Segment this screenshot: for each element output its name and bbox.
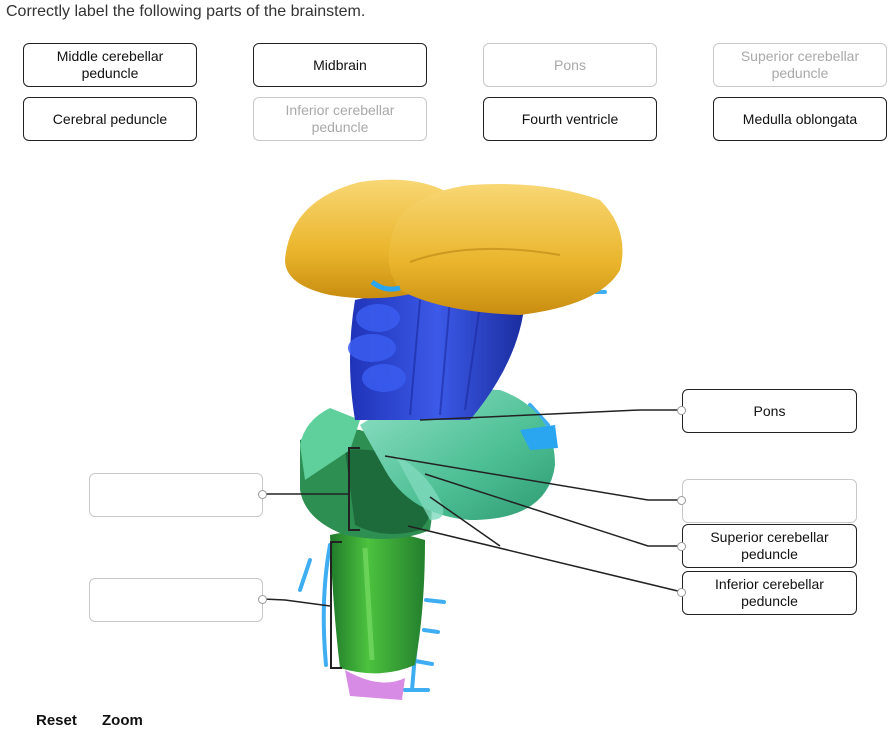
drop-target-left-upper[interactable] [89,473,263,517]
drop-target-superior-cerebellar-peduncle[interactable]: Superior cerebellar peduncle [682,524,857,568]
drop-target-right-empty[interactable] [682,479,857,523]
connector-dot [258,595,267,604]
label-chip-medulla-oblongata[interactable]: Medulla oblongata [713,97,887,141]
connector-dot [677,588,686,597]
connector-dot [677,496,686,505]
reset-button[interactable]: Reset [36,712,77,729]
label-chip-midbrain[interactable]: Midbrain [253,43,427,87]
label-chip-inferior-cerebellar-peduncle: Inferior cerebellar peduncle [253,97,427,141]
label-chip-pons: Pons [483,43,657,87]
label-chip-fourth-ventricle[interactable]: Fourth ventricle [483,97,657,141]
label-chip-superior-cerebellar-peduncle: Superior cerebellar peduncle [713,43,887,87]
drop-target-left-lower[interactable] [89,578,263,622]
zoom-button[interactable]: Zoom [102,712,143,729]
label-chip-cerebral-peduncle[interactable]: Cerebral peduncle [23,97,197,141]
drop-target-label: Inferior cerebellar peduncle [715,576,824,609]
drop-target-label: Pons [753,402,786,419]
connector-dot [258,490,267,499]
connector-dot [677,406,686,415]
connector-dot [677,542,686,551]
instruction-text: Correctly label the following parts of t… [6,3,366,20]
label-chip-middle-cerebellar-peduncle[interactable]: Middle cerebellar peduncle [23,43,197,87]
drop-target-label: Superior cerebellar peduncle [710,529,829,562]
drop-target-inferior-cerebellar-peduncle[interactable]: Inferior cerebellar peduncle [682,571,857,615]
drop-target-pons[interactable]: Pons [682,389,857,433]
